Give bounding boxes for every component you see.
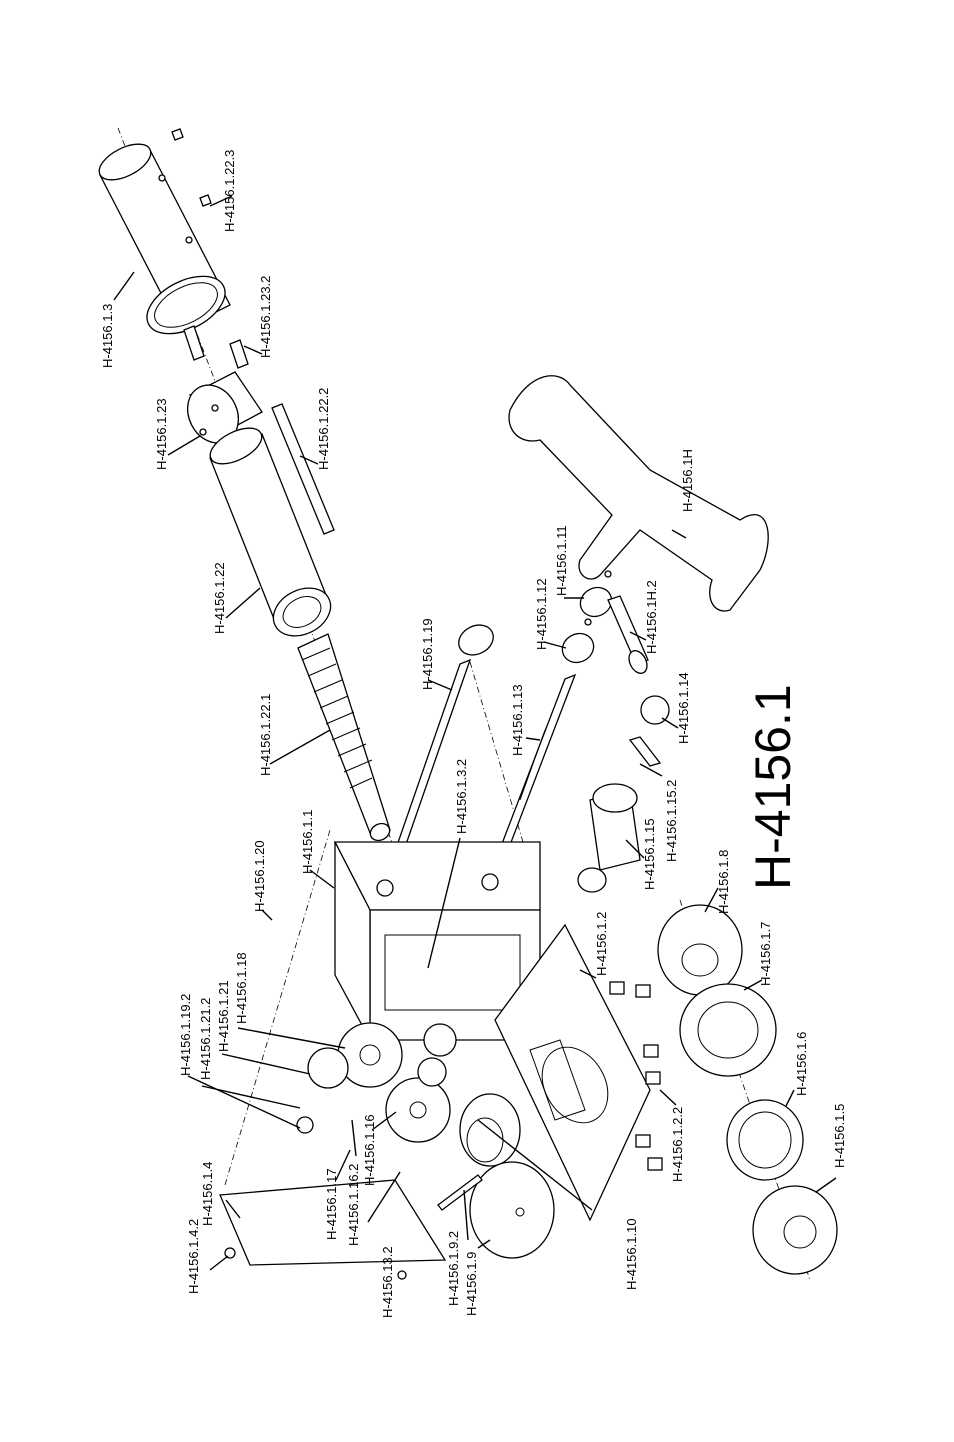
label-13: H-4156.1.13: [510, 684, 525, 756]
label-9: H-4156.1.9: [464, 1252, 479, 1316]
label-10: H-4156.1.10: [624, 1218, 639, 1290]
label-21-2: H-4156.1.21.2: [198, 998, 213, 1080]
label-2: H-4156.1.2: [594, 912, 609, 976]
label-22-1: H-4156.1.22.1: [258, 694, 273, 776]
label-4: H-4156.1.4: [200, 1162, 215, 1226]
label-21: H-4156.1.21: [216, 980, 231, 1052]
label-7: H-4156.1.7: [758, 922, 773, 986]
label-18: H-4156.1.18: [234, 952, 249, 1024]
label-1h: H-4156.1H: [680, 449, 695, 512]
label-15-2: H-4156.1.15.2: [664, 780, 679, 862]
label-19-2: H-4156.1.19.2: [178, 994, 193, 1076]
label-16-2: H-4156.1.16.2: [346, 1164, 361, 1246]
label-22: H-4156.1.22: [212, 562, 227, 634]
label-23-2: H-4156.1.23.2: [258, 276, 273, 358]
label-22-2: H-4156.1.22.2: [316, 388, 331, 470]
label-16: H-4156.1.16: [362, 1114, 377, 1186]
end-cap: [186, 371, 263, 444]
label-13-2: H-4156.13.2: [380, 1246, 395, 1318]
label-15: H-4156.1.15: [642, 818, 657, 890]
collars: [561, 586, 613, 664]
label-3: H-4156.1.3: [100, 304, 115, 368]
gears: [296, 1022, 457, 1143]
side-plate: [494, 923, 651, 1222]
bearing-stack: [657, 904, 838, 1275]
label-4-2: H-4156.1.4.2: [186, 1219, 201, 1294]
lead-screw: [297, 633, 391, 842]
knurled-knob: [437, 1161, 555, 1259]
leader-lines: [113, 195, 837, 1271]
label-22-3: H-4156.1.22.3: [222, 150, 237, 232]
plate-bolts: [609, 981, 663, 1171]
outer-tube: [98, 143, 231, 335]
label-14: H-4156.1.14: [676, 672, 691, 744]
frame-housing: [333, 841, 541, 1041]
label-11: H-4156.1.11: [554, 525, 569, 596]
label-3-2: H-4156.1.3.2: [454, 759, 469, 834]
label-1: H-4156.1.1: [300, 810, 315, 874]
label-17: H-4156.1.17: [324, 1168, 339, 1240]
figure-title: H-4156.1: [745, 684, 801, 890]
label-5: H-4156.1.5: [832, 1104, 847, 1168]
flat-key: [271, 403, 335, 535]
inner-tube: [209, 427, 332, 637]
label-6: H-4156.1.6: [794, 1032, 809, 1096]
part-labels: H-4156.1.22.3 H-4156.1.3 H-4156.1.23.2 H…: [100, 150, 847, 1318]
spring: [577, 695, 670, 893]
label-20: H-4156.1.20: [252, 840, 267, 912]
cover-plate: [219, 1179, 447, 1280]
tube-screws: [171, 128, 249, 369]
guide-shafts: [383, 624, 577, 882]
label-2-2: H-4156.1.2.2: [670, 1107, 685, 1182]
label-9-2: H-4156.1.9.2: [446, 1231, 461, 1306]
label-1h-2: H-4156.1H.2: [644, 580, 659, 654]
label-19: H-4156.1.19: [420, 618, 435, 690]
label-23: H-4156.1.23: [154, 398, 169, 470]
label-12: H-4156.1.12: [534, 578, 549, 650]
crank-handle: [508, 375, 769, 674]
label-8: H-4156.1.8: [716, 850, 731, 914]
